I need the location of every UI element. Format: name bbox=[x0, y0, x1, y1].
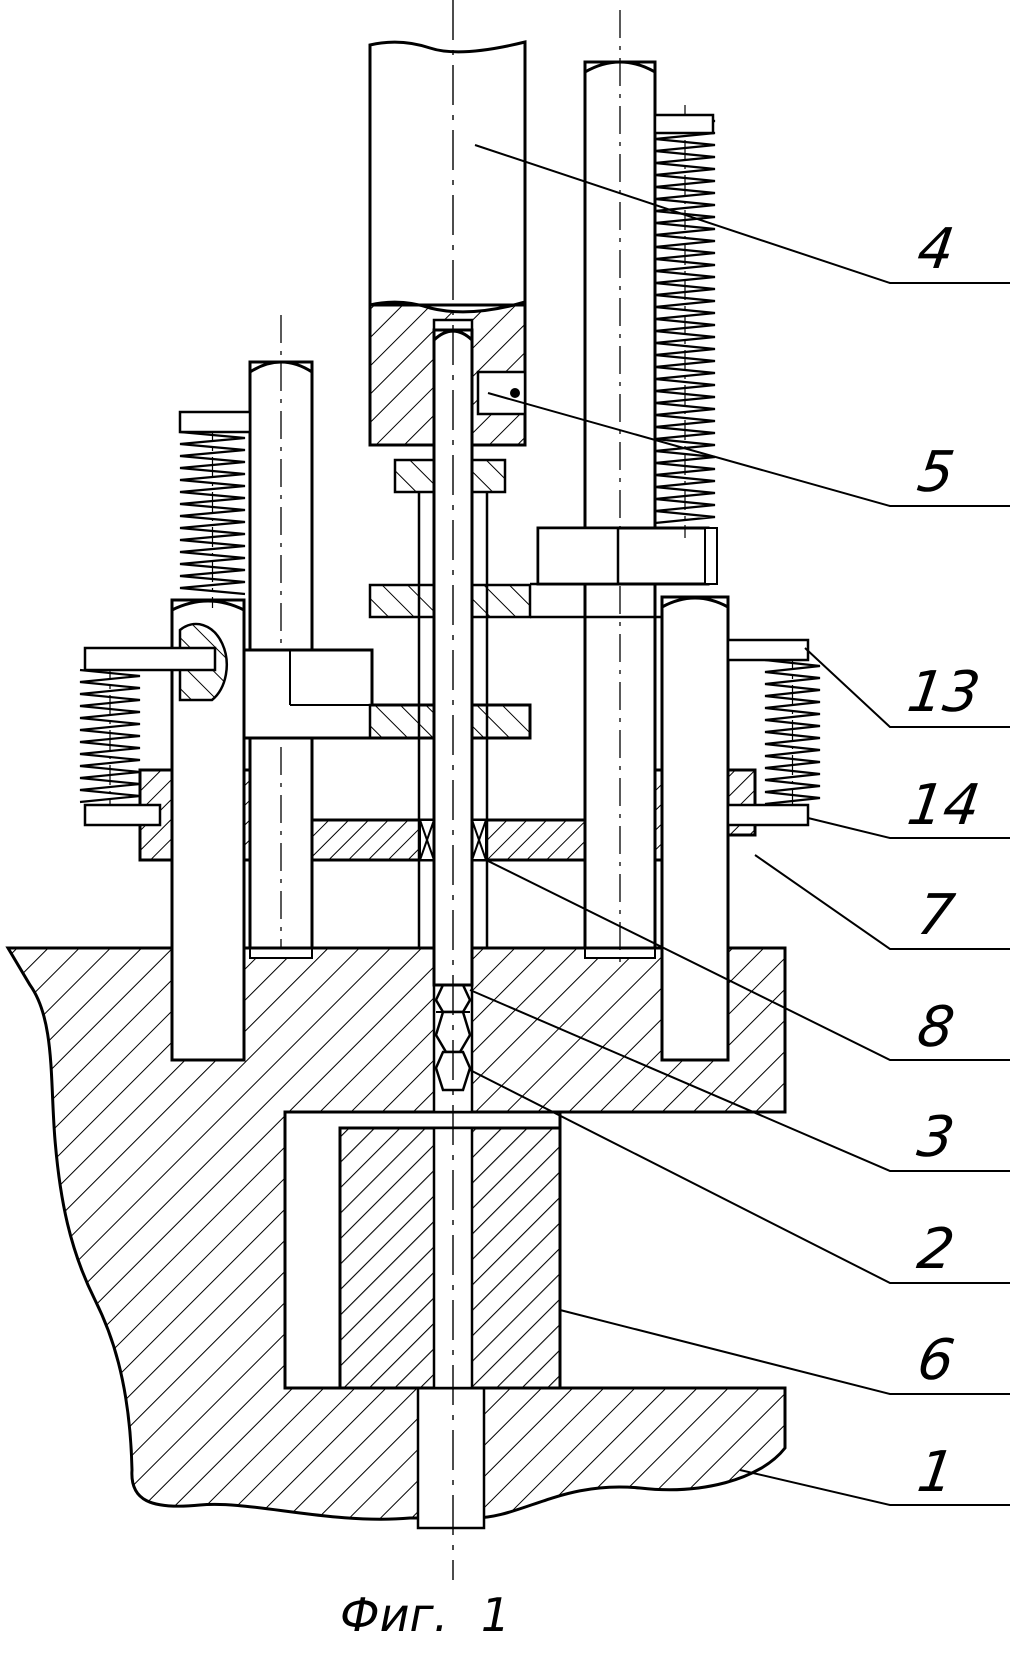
callout-13: 13 bbox=[904, 665, 983, 721]
spring-left-lower bbox=[80, 660, 140, 815]
left-column bbox=[250, 315, 312, 948]
right-guide-pin bbox=[662, 597, 728, 1060]
figure-caption: Фиг. 1 bbox=[340, 1585, 510, 1645]
callout-7: 7 bbox=[914, 888, 958, 944]
figure-caption-text: Фиг. bbox=[340, 1585, 448, 1645]
spring-top-right bbox=[655, 105, 715, 538]
die-6 bbox=[340, 1128, 560, 1388]
leader-1 bbox=[740, 1470, 1010, 1505]
spring-right-lower bbox=[765, 650, 820, 815]
figure-caption-number: 1 bbox=[481, 1585, 510, 1645]
right-block bbox=[370, 528, 708, 617]
callout-14: 14 bbox=[904, 778, 983, 834]
spring-left-upper bbox=[180, 422, 245, 608]
leader-7 bbox=[755, 855, 1010, 949]
right-column bbox=[585, 10, 655, 970]
